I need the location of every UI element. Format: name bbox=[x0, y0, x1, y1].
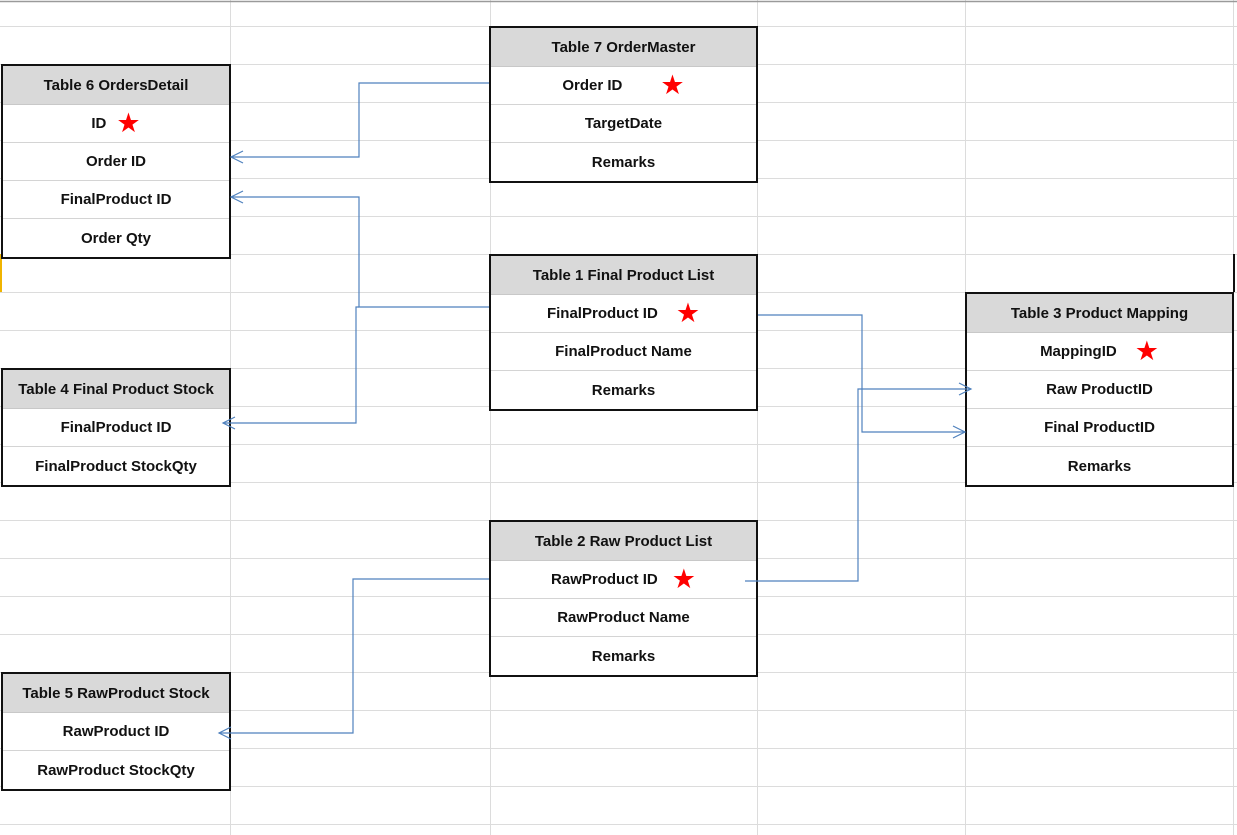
field-row: RawProduct Name bbox=[491, 599, 756, 637]
star-icon: ★ bbox=[660, 70, 685, 100]
table-title: Table 5 RawProduct Stock bbox=[3, 674, 229, 713]
field-name: Order ID bbox=[85, 153, 146, 170]
field-row: Order ID ★ bbox=[491, 67, 756, 105]
field-row: Remarks bbox=[491, 143, 756, 181]
field-name: FinalProduct ID bbox=[546, 305, 658, 322]
field-row: TargetDate bbox=[491, 105, 756, 143]
field-name: RawProduct ID bbox=[551, 571, 658, 588]
field-name: Remarks bbox=[591, 381, 656, 399]
field-row: FinalProduct StockQty bbox=[3, 447, 229, 485]
field-name: FinalProduct ID bbox=[60, 419, 172, 436]
field-name: Remarks bbox=[591, 153, 656, 171]
field-name: Order ID bbox=[562, 77, 623, 94]
field-row: Order Qty bbox=[3, 219, 229, 257]
field-name: ID bbox=[91, 115, 107, 132]
field-row: Remarks bbox=[491, 637, 756, 675]
field-row: FinalProduct ID bbox=[3, 409, 229, 447]
field-name: RawProduct Name bbox=[557, 609, 690, 626]
table-title: Table 1 Final Product List bbox=[491, 256, 756, 295]
table-2-raw-product-list: Table 2 Raw Product List RawProduct ID ★… bbox=[489, 520, 758, 677]
table-6-ordersdetail: Table 6 OrdersDetail ID ★ Order ID Final… bbox=[1, 64, 231, 259]
field-name: Remarks bbox=[591, 647, 656, 665]
field-name: FinalProduct Name bbox=[555, 343, 692, 360]
field-row: Order ID bbox=[3, 143, 229, 181]
table-title: Table 7 OrderMaster bbox=[491, 28, 756, 67]
table-title: Table 4 Final Product Stock bbox=[3, 370, 229, 409]
field-row: Final ProductID bbox=[967, 409, 1232, 447]
field-row: FinalProduct ID ★ bbox=[491, 295, 756, 333]
star-icon: ★ bbox=[671, 564, 696, 594]
table-7-ordermaster: Table 7 OrderMaster Order ID ★ TargetDat… bbox=[489, 26, 758, 183]
field-row: FinalProduct Name bbox=[491, 333, 756, 371]
field-name: Raw ProductID bbox=[1046, 381, 1153, 398]
star-icon: ★ bbox=[675, 298, 701, 328]
table-title: Table 2 Raw Product List bbox=[491, 522, 756, 561]
row-selection-marker bbox=[0, 254, 2, 292]
field-row: FinalProduct ID bbox=[3, 181, 229, 219]
star-icon: ★ bbox=[116, 108, 141, 138]
table-4-final-product-stock: Table 4 Final Product Stock FinalProduct… bbox=[1, 368, 231, 487]
table-title: Table 6 OrdersDetail bbox=[3, 66, 229, 105]
field-name: Final ProductID bbox=[1044, 419, 1155, 436]
field-name: RawProduct ID bbox=[62, 723, 170, 740]
field-row: Remarks bbox=[967, 447, 1232, 485]
field-row: RawProduct ID ★ bbox=[491, 561, 756, 599]
field-row: Remarks bbox=[491, 371, 756, 409]
field-name: RawProduct StockQty bbox=[37, 761, 195, 779]
field-name: MappingID bbox=[1040, 343, 1117, 360]
field-name: Order Qty bbox=[80, 229, 152, 247]
field-row: RawProduct ID bbox=[3, 713, 229, 751]
table-title: Table 3 Product Mapping bbox=[967, 294, 1232, 333]
field-name: FinalProduct StockQty bbox=[35, 457, 197, 475]
field-row: ID ★ bbox=[3, 105, 229, 143]
table-1-final-product-list: Table 1 Final Product List FinalProduct … bbox=[489, 254, 758, 411]
field-row: MappingID ★ bbox=[967, 333, 1232, 371]
column-edge-marker bbox=[1233, 254, 1235, 292]
field-name: TargetDate bbox=[584, 115, 663, 132]
field-row: RawProduct StockQty bbox=[3, 751, 229, 789]
table-3-product-mapping: Table 3 Product Mapping MappingID ★ Raw … bbox=[965, 292, 1234, 487]
field-name: FinalProduct ID bbox=[60, 191, 172, 208]
star-icon: ★ bbox=[1134, 336, 1159, 366]
table-5-rawproduct-stock: Table 5 RawProduct Stock RawProduct ID R… bbox=[1, 672, 231, 791]
field-row: Raw ProductID bbox=[967, 371, 1232, 409]
field-name: Remarks bbox=[1067, 457, 1132, 475]
